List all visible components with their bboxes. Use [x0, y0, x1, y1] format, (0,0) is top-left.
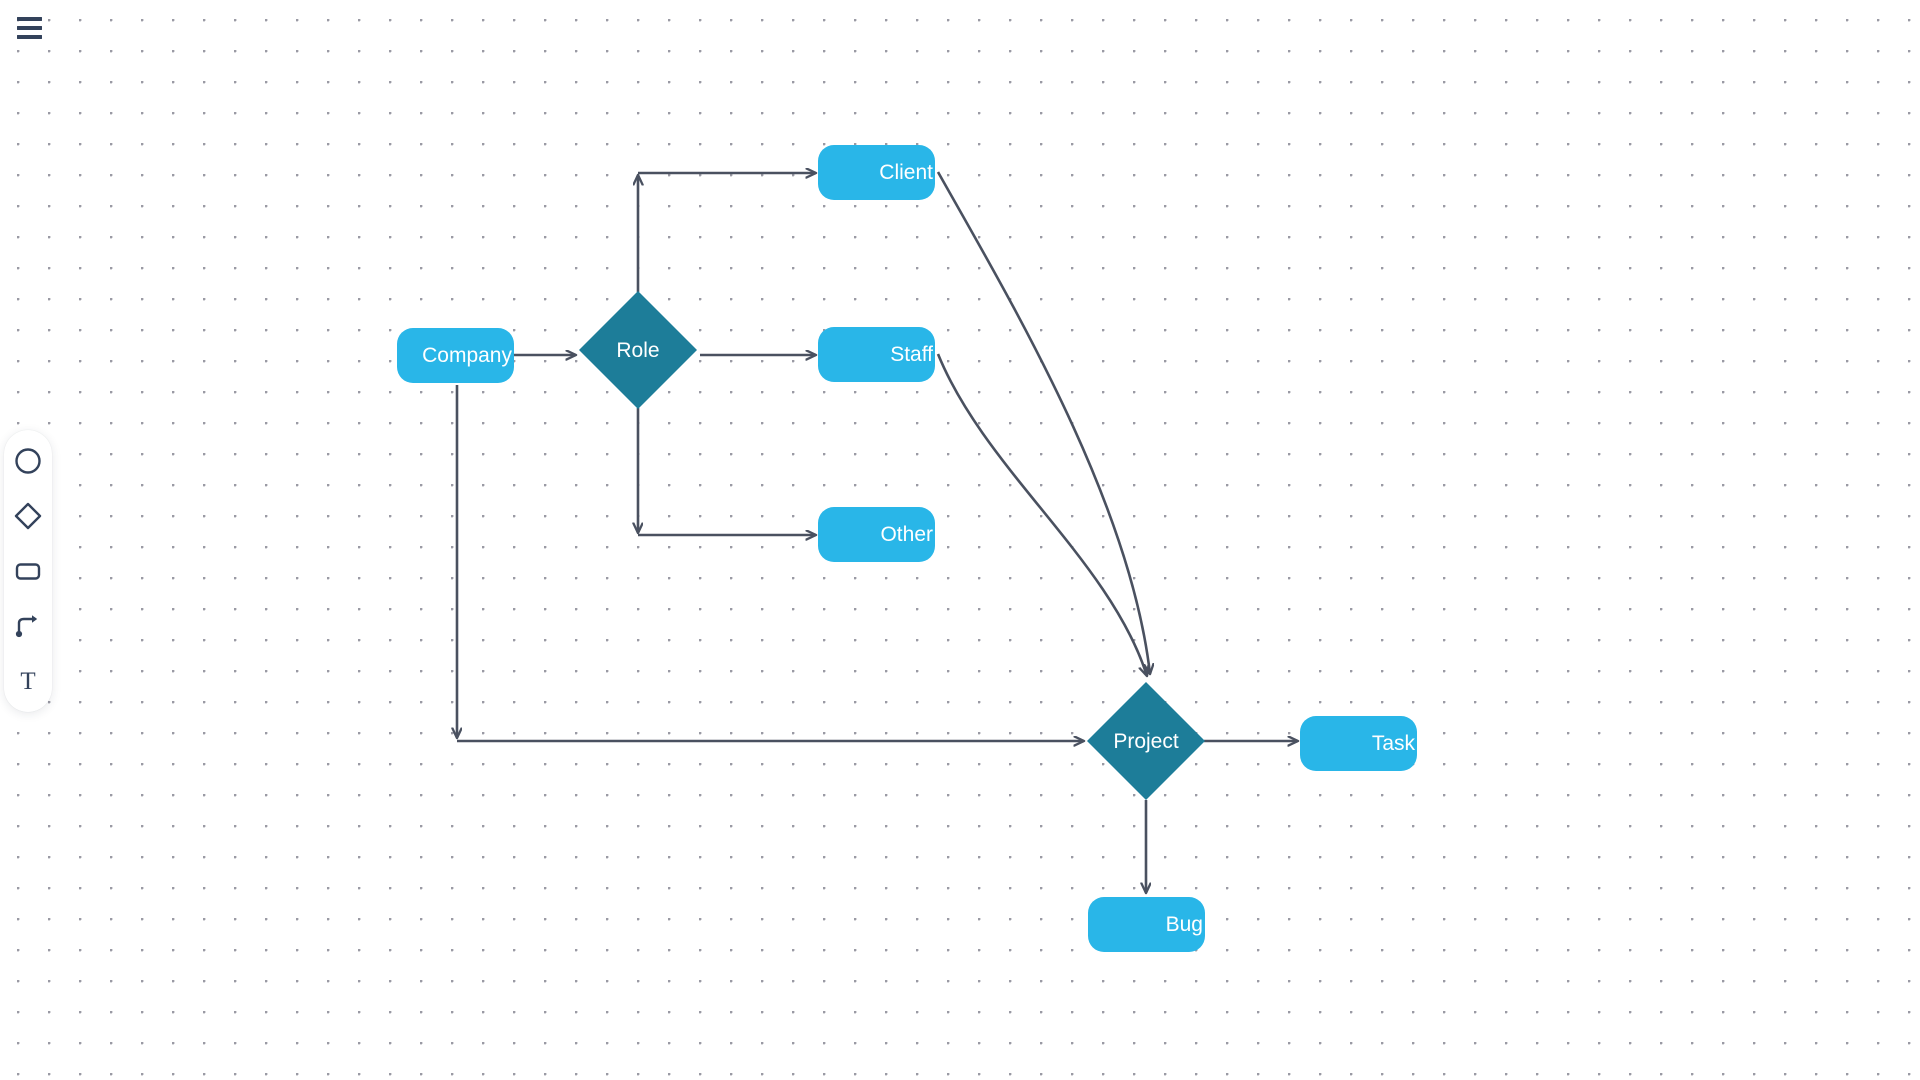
- diamond-shape: [1087, 682, 1205, 800]
- node-role[interactable]: Role: [578, 290, 698, 410]
- tool-connector[interactable]: [11, 609, 45, 643]
- node-bug[interactable]: Bug: [1088, 897, 1205, 952]
- shape-toolbar: T: [4, 430, 52, 712]
- rectangle-icon: [13, 556, 43, 586]
- diamond-icon: [13, 501, 43, 531]
- hamburger-icon-bar-3: [17, 35, 42, 39]
- edge-client-project[interactable]: [936, 171, 1150, 674]
- tool-diamond[interactable]: [11, 499, 45, 533]
- node-staff[interactable]: Staff: [818, 327, 935, 382]
- node-project[interactable]: Project: [1086, 681, 1206, 801]
- tool-ellipse[interactable]: [11, 444, 45, 478]
- node-client[interactable]: Client: [818, 145, 935, 200]
- text-icon: T: [20, 667, 36, 695]
- circle-icon: [13, 446, 43, 476]
- node-project-label: Project: [1113, 729, 1179, 753]
- node-staff-label: Staff: [890, 343, 933, 366]
- hamburger-menu-button[interactable]: [14, 12, 46, 44]
- connector-icon: [13, 611, 43, 641]
- node-company[interactable]: Company: [397, 328, 514, 383]
- tool-text[interactable]: T: [11, 664, 45, 698]
- node-other-label: Other: [880, 523, 933, 546]
- hamburger-icon-bar-1: [17, 17, 42, 21]
- diamond-shape: [579, 291, 697, 409]
- tool-rectangle[interactable]: [11, 554, 45, 588]
- hamburger-icon-bar-2: [17, 26, 42, 30]
- node-client-label: Client: [879, 161, 933, 184]
- node-task[interactable]: Task: [1300, 716, 1417, 771]
- node-bug-label: Bug: [1165, 913, 1203, 936]
- node-task-label: Task: [1371, 732, 1415, 755]
- node-other[interactable]: Other: [818, 507, 935, 562]
- node-company-label: Company: [422, 344, 512, 367]
- edge-staff-project[interactable]: [936, 353, 1147, 676]
- node-role-label: Role: [616, 338, 660, 362]
